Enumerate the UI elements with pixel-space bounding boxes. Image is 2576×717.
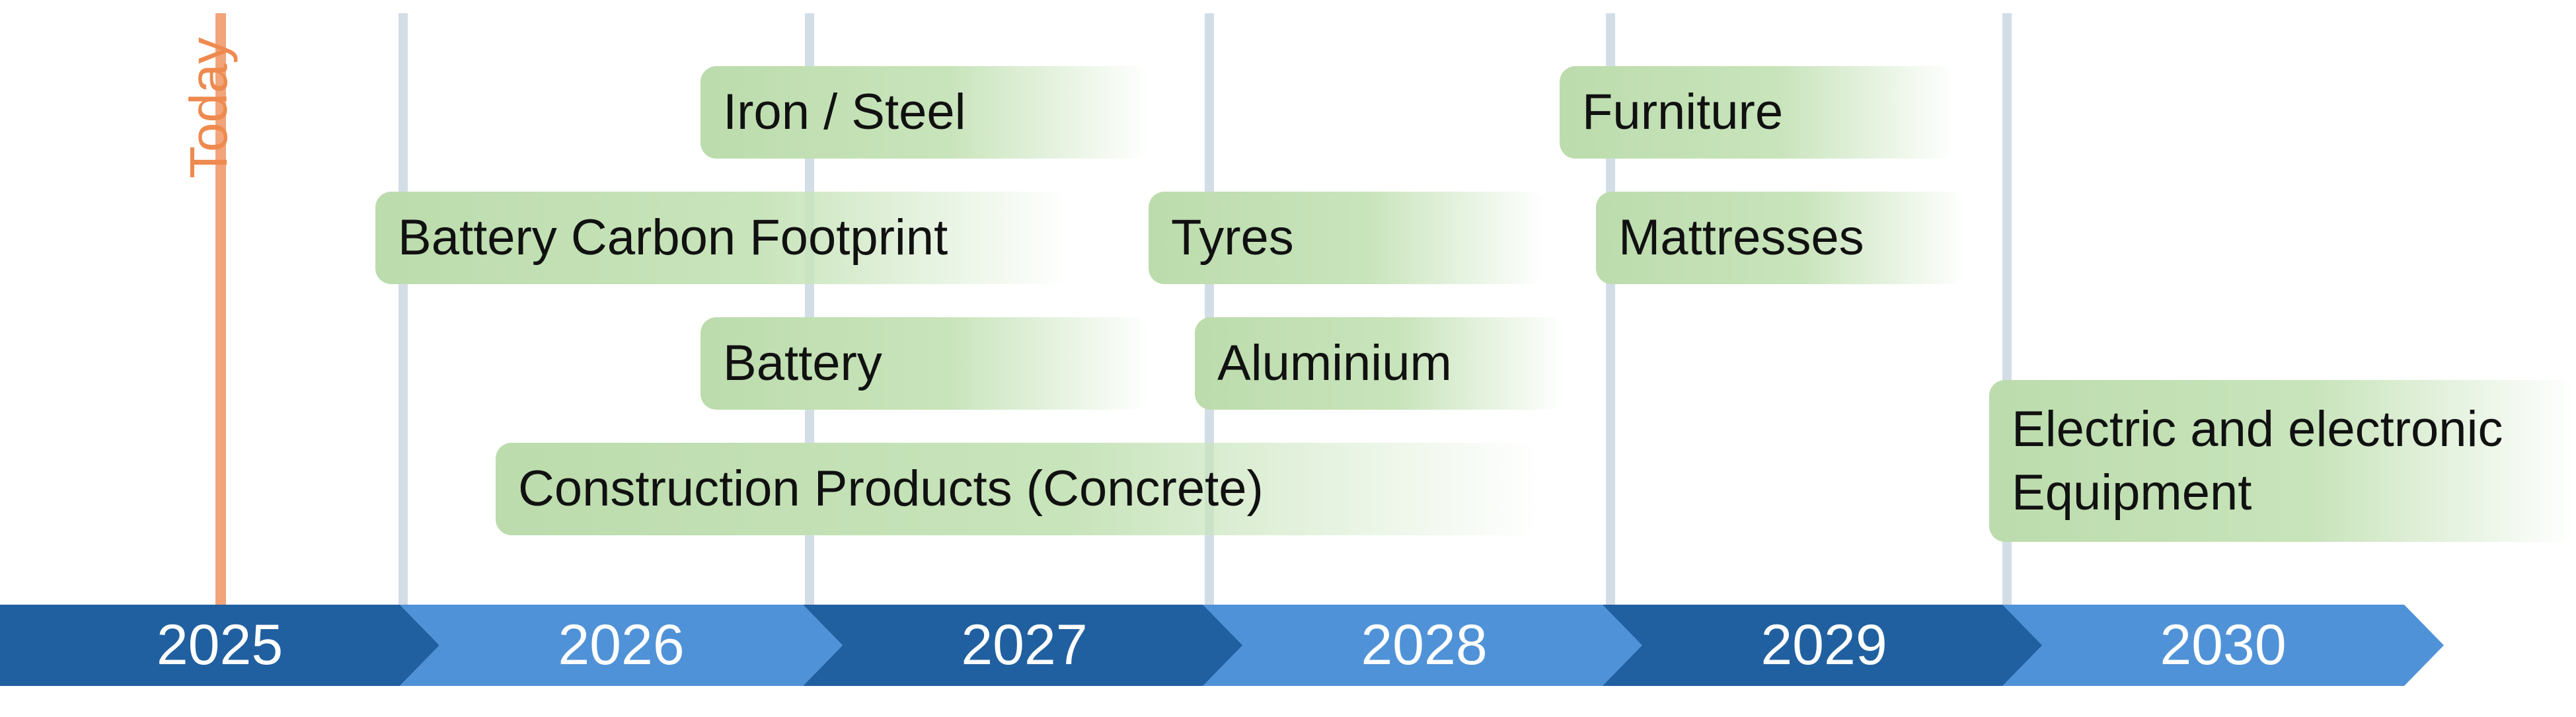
gridline-2026	[398, 13, 408, 608]
year-chevron-2025: 2025	[0, 605, 439, 686]
product-label: Mattresses	[1618, 209, 1864, 266]
year-label: 2025	[156, 613, 284, 677]
product-card-tyres: Tyres	[1149, 192, 1545, 284]
product-card-furniture: Furniture	[1560, 66, 1956, 159]
year-label: 2029	[1761, 613, 1887, 677]
year-chevron-2026: 2026	[400, 605, 843, 686]
product-label: Electric and electronic Equipment	[2012, 400, 2503, 521]
product-card-electric-electronic-equipment: Electric and electronic Equipment	[1989, 380, 2576, 542]
product-card-mattresses: Mattresses	[1596, 192, 1966, 284]
today-marker-line	[215, 13, 226, 608]
year-chevron-2030: 2030	[2002, 605, 2444, 686]
year-label: 2027	[961, 613, 1088, 677]
product-card-aluminium: Aluminium	[1195, 317, 1565, 410]
year-chevron-2028: 2028	[1203, 605, 1646, 686]
product-label: Tyres	[1171, 209, 1294, 266]
product-label: Construction Products (Concrete)	[518, 461, 1264, 517]
year-chevron-2029: 2029	[1603, 605, 2045, 686]
product-card-battery: Battery	[701, 317, 1150, 410]
product-card-construction-products: Construction Products (Concrete)	[496, 443, 1540, 535]
year-chevron-2027: 2027	[803, 605, 1246, 686]
product-label: Furniture	[1582, 84, 1784, 140]
product-card-iron-steel: Iron / Steel	[701, 66, 1150, 159]
product-label: Iron / Steel	[723, 84, 966, 140]
product-label: Battery	[723, 335, 882, 391]
year-label: 2026	[558, 613, 685, 677]
product-label: Battery Carbon Footprint	[398, 209, 948, 266]
today-label: Today	[179, 37, 238, 178]
gridline-2029	[1606, 13, 1615, 608]
year-label: 2030	[2160, 613, 2287, 677]
product-card-battery-carbon-footprint: Battery Carbon Footprint	[375, 192, 1069, 284]
product-label: Aluminium	[1217, 335, 1452, 391]
year-label: 2028	[1361, 613, 1488, 677]
